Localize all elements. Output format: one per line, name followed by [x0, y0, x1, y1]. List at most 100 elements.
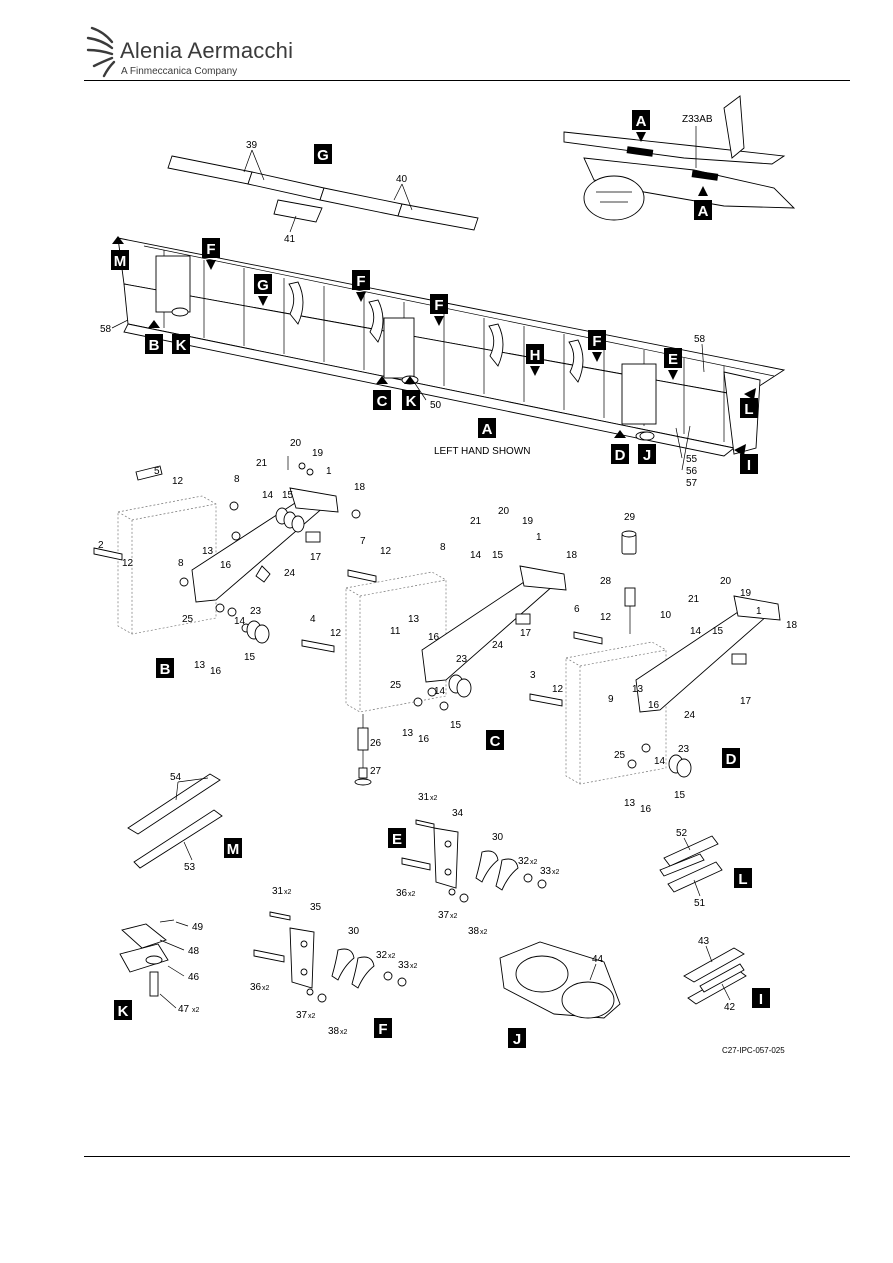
svg-text:L: L	[738, 871, 747, 888]
svg-text:15: 15	[674, 790, 686, 801]
svg-text:28: 28	[600, 576, 612, 587]
detail-k: 49 48 46 47 x2 K	[114, 919, 204, 1020]
svg-text:44: 44	[592, 954, 604, 965]
svg-text:52: 52	[676, 828, 688, 839]
illustrated-parts-figure: A A Z33AB 39 40 41 G	[93, 95, 798, 1048]
view-tag-a-top: A	[636, 113, 647, 130]
svg-text:19: 19	[740, 588, 752, 599]
svg-text:14: 14	[262, 490, 274, 501]
svg-text:x2: x2	[284, 889, 292, 896]
svg-text:18: 18	[566, 550, 578, 561]
brand-name: Alenia Aermacchi	[120, 38, 294, 63]
svg-text:58: 58	[694, 334, 706, 345]
svg-text:30: 30	[492, 832, 504, 843]
svg-text:37: 37	[296, 1010, 308, 1021]
svg-text:12: 12	[172, 476, 184, 487]
svg-text:16: 16	[640, 804, 652, 815]
svg-text:15: 15	[450, 720, 462, 731]
svg-text:33: 33	[540, 866, 552, 877]
view-g-strips: 39 40 41 G	[167, 140, 479, 245]
svg-text:x2: x2	[410, 963, 418, 970]
svg-text:32: 32	[518, 856, 530, 867]
svg-text:L: L	[744, 401, 753, 418]
svg-text:K: K	[176, 337, 187, 354]
svg-text:10: 10	[660, 610, 672, 621]
aircraft-locator-view: A A Z33AB	[563, 95, 796, 221]
svg-text:23: 23	[250, 606, 262, 617]
svg-text:x2: x2	[262, 985, 270, 992]
svg-text:2: 2	[98, 540, 104, 551]
svg-text:54: 54	[170, 772, 182, 783]
svg-text:47: 47	[178, 1004, 190, 1015]
svg-text:F: F	[356, 273, 365, 290]
svg-text:23: 23	[678, 744, 690, 755]
svg-text:x2: x2	[308, 1013, 316, 1020]
svg-text:19: 19	[522, 516, 534, 527]
svg-text:23: 23	[456, 654, 468, 665]
svg-text:17: 17	[740, 696, 752, 707]
detail-i: 43 42 I	[683, 936, 770, 1013]
svg-text:13: 13	[632, 684, 644, 695]
svg-text:27: 27	[370, 766, 382, 777]
page-header: Alenia Aermacchi A Finmeccanica Company	[0, 0, 893, 82]
svg-text:56: 56	[686, 466, 698, 477]
svg-text:37: 37	[438, 910, 450, 921]
svg-text:21: 21	[688, 594, 700, 605]
svg-text:J: J	[643, 447, 651, 464]
svg-text:8: 8	[440, 542, 446, 553]
svg-text:14: 14	[654, 756, 666, 767]
svg-text:9: 9	[608, 694, 614, 705]
svg-text:B: B	[149, 337, 160, 354]
svg-text:16: 16	[220, 560, 232, 571]
svg-text:12: 12	[330, 628, 342, 639]
svg-text:36: 36	[396, 888, 408, 899]
svg-text:17: 17	[520, 628, 532, 639]
svg-text:17: 17	[310, 552, 322, 563]
svg-text:M: M	[227, 841, 240, 858]
svg-text:3: 3	[530, 670, 536, 681]
svg-text:18: 18	[354, 482, 366, 493]
svg-text:C: C	[377, 393, 388, 410]
brand-subtitle: A Finmeccanica Company	[121, 66, 238, 77]
svg-text:21: 21	[470, 516, 482, 527]
svg-text:I: I	[759, 991, 763, 1008]
svg-text:x2: x2	[340, 1029, 348, 1036]
detail-b: 5 12 8 2 12 8 13 14 15 16 24 23 25 14 13…	[93, 438, 366, 678]
svg-text:16: 16	[648, 700, 660, 711]
svg-text:x2: x2	[450, 913, 458, 920]
svg-text:12: 12	[122, 558, 134, 569]
svg-text:E: E	[392, 831, 402, 848]
svg-text:50: 50	[430, 400, 442, 411]
svg-text:43: 43	[698, 936, 710, 947]
svg-text:x2: x2	[430, 795, 438, 802]
svg-text:F: F	[206, 241, 215, 258]
detail-m: 54 53 M	[127, 772, 242, 873]
svg-text:13: 13	[402, 728, 414, 739]
svg-text:13: 13	[202, 546, 214, 557]
detail-d: 29 28 6 12 10 3 12 9 13 14 15 16 24 23 2…	[529, 512, 798, 815]
svg-text:24: 24	[284, 568, 296, 579]
svg-text:14: 14	[690, 626, 702, 637]
svg-text:26: 26	[370, 738, 382, 749]
figure-reference-code: C27-IPC-057-025	[722, 1046, 785, 1055]
svg-text:x2: x2	[388, 953, 396, 960]
svg-text:32: 32	[376, 950, 388, 961]
svg-text:33: 33	[398, 960, 410, 971]
svg-text:F: F	[378, 1021, 387, 1038]
svg-text:8: 8	[178, 558, 184, 569]
svg-text:46: 46	[188, 972, 200, 983]
svg-text:49: 49	[192, 922, 204, 933]
svg-text:15: 15	[244, 652, 256, 663]
svg-text:12: 12	[600, 612, 612, 623]
svg-text:51: 51	[694, 898, 706, 909]
svg-text:4: 4	[310, 614, 316, 625]
svg-text:31: 31	[418, 792, 430, 803]
svg-text:30: 30	[348, 926, 360, 937]
footer-rule	[84, 1156, 850, 1157]
svg-text:x2: x2	[408, 891, 416, 898]
svg-text:13: 13	[624, 798, 636, 809]
svg-text:24: 24	[684, 710, 696, 721]
svg-text:x2: x2	[530, 859, 538, 866]
svg-text:K: K	[406, 393, 417, 410]
svg-text:G: G	[257, 277, 269, 294]
